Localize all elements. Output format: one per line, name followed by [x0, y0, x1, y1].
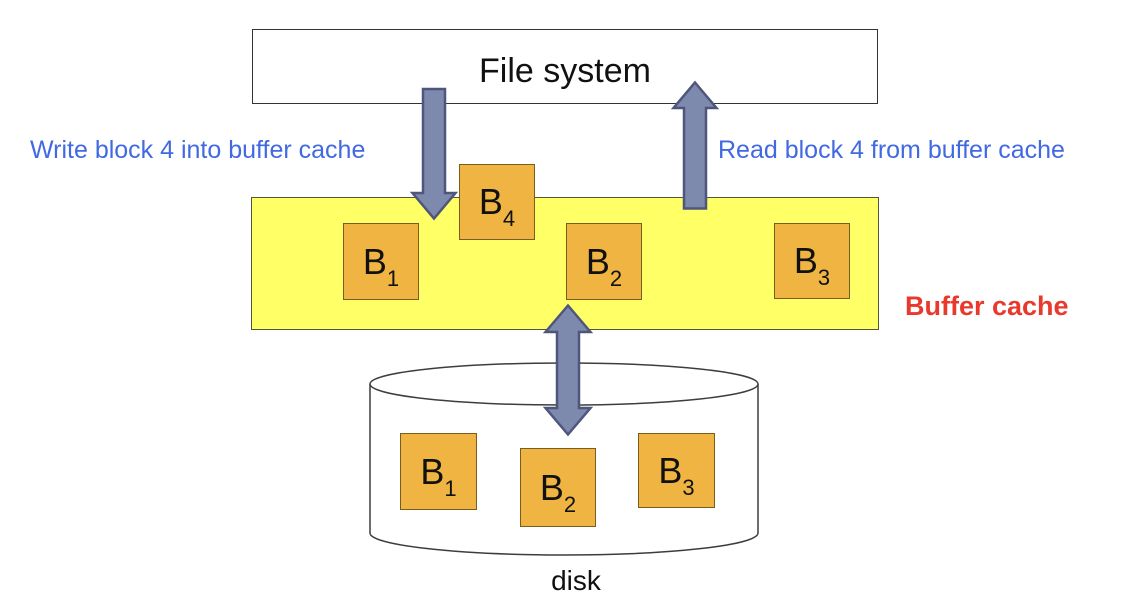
disk-transfer-double-arrow-icon — [542, 303, 594, 437]
cache-block-b1: B1 — [343, 223, 419, 300]
disk-label: disk — [551, 565, 601, 596]
read-annotation: Read block 4 from buffer cache — [718, 136, 1065, 164]
file-system-box: File system — [252, 29, 878, 104]
disk-block-b1: B1 — [400, 433, 477, 510]
block-label: B1 — [420, 450, 457, 501]
cache-block-b4: B4 — [459, 164, 535, 240]
disk-block-b3: B3 — [638, 433, 715, 508]
block-label: B1 — [362, 240, 400, 291]
block-label: B4 — [478, 181, 516, 232]
block-label: B2 — [539, 466, 577, 517]
cache-block-b3: B3 — [774, 223, 850, 299]
block-label: B2 — [585, 240, 623, 291]
read-up-arrow-icon — [670, 80, 720, 210]
block-label: B3 — [658, 449, 695, 500]
block-label: B3 — [793, 240, 831, 291]
disk-block-b2: B2 — [520, 448, 596, 527]
cache-block-b2: B2 — [566, 223, 642, 300]
buffer-cache-label: Buffer cache — [905, 291, 1069, 321]
write-down-arrow-icon — [409, 87, 459, 221]
write-annotation: Write block 4 into buffer cache — [30, 136, 366, 164]
file-system-label: File system — [479, 52, 651, 90]
